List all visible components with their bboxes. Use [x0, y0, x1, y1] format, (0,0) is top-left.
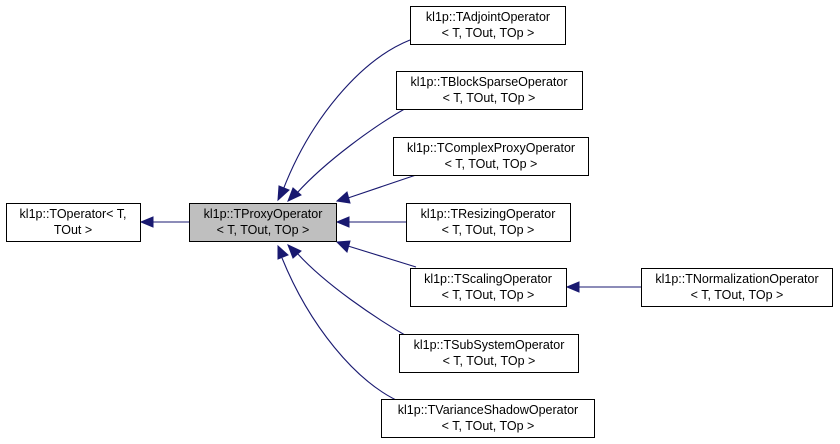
node-tadjoint-line2: < T, TOut, TOp >: [442, 26, 535, 40]
edge-tcomplexproxy-to-tproxy: [335, 174, 417, 204]
node-tadjoint-line1: kl1p::TAdjointOperator: [426, 10, 550, 24]
node-tsubsystem-line1: kl1p::TSubSystemOperator: [414, 338, 565, 352]
node-tvarianceshadow[interactable]: kl1p::TVarianceShadowOperator < T, TOut,…: [381, 399, 595, 438]
node-tcomplexproxy-line2: < T, TOut, TOp >: [445, 157, 538, 171]
edge-tvarianceshadow-to-tproxy: [277, 244, 406, 405]
edge-tscaling-to-tproxy: [335, 240, 417, 268]
node-tnormalization[interactable]: kl1p::TNormalizationOperator < T, TOut, …: [641, 268, 833, 307]
edge-tadjoint-to-tproxy: [277, 39, 411, 202]
node-tvarianceshadow-line2: < T, TOut, TOp >: [442, 419, 535, 433]
node-tproxy-line1: kl1p::TProxyOperator: [204, 207, 323, 221]
node-tnormalization-line2: < T, TOut, TOp >: [691, 288, 784, 302]
node-tvarianceshadow-line1: kl1p::TVarianceShadowOperator: [398, 403, 578, 417]
edge-tsubsystem-to-tproxy: [287, 244, 411, 339]
node-tblocksparse[interactable]: kl1p::TBlockSparseOperator < T, TOut, TO…: [396, 71, 583, 110]
node-tnormalization-line1: kl1p::TNormalizationOperator: [655, 272, 818, 286]
edge-tblocksparse-to-tproxy: [287, 105, 411, 202]
node-tsubsystem-line2: < T, TOut, TOp >: [443, 354, 536, 368]
edge-tproxy-to-toperator: [139, 216, 189, 228]
node-tadjoint[interactable]: kl1p::TAdjointOperator < T, TOut, TOp >: [410, 6, 566, 45]
node-tcomplexproxy[interactable]: kl1p::TComplexProxyOperator < T, TOut, T…: [393, 137, 589, 176]
node-toperator-line2: TOut >: [54, 223, 92, 237]
node-toperator[interactable]: kl1p::TOperator< T, TOut >: [6, 203, 141, 242]
node-tsubsystem[interactable]: kl1p::TSubSystemOperator < T, TOut, TOp …: [399, 334, 579, 373]
node-tresizing-line2: < T, TOut, TOp >: [442, 223, 535, 237]
node-tscaling[interactable]: kl1p::TScalingOperator < T, TOut, TOp >: [410, 268, 567, 307]
node-toperator-line1: kl1p::TOperator< T,: [20, 207, 127, 221]
node-tblocksparse-line2: < T, TOut, TOp >: [443, 91, 536, 105]
node-tscaling-line1: kl1p::TScalingOperator: [424, 272, 552, 286]
node-tresizing-line1: kl1p::TResizingOperator: [421, 207, 556, 221]
node-tresizing[interactable]: kl1p::TResizingOperator < T, TOut, TOp >: [406, 203, 571, 242]
edge-tnormalization-to-tscaling: [565, 281, 641, 293]
edge-tresizing-to-tproxy: [335, 216, 406, 228]
node-tblocksparse-line1: kl1p::TBlockSparseOperator: [410, 75, 567, 89]
node-tscaling-line2: < T, TOut, TOp >: [442, 288, 535, 302]
node-tproxy-line2: < T, TOut, TOp >: [217, 223, 310, 237]
node-tcomplexproxy-line1: kl1p::TComplexProxyOperator: [407, 141, 575, 155]
node-tproxy[interactable]: kl1p::TProxyOperator < T, TOut, TOp >: [189, 203, 337, 242]
